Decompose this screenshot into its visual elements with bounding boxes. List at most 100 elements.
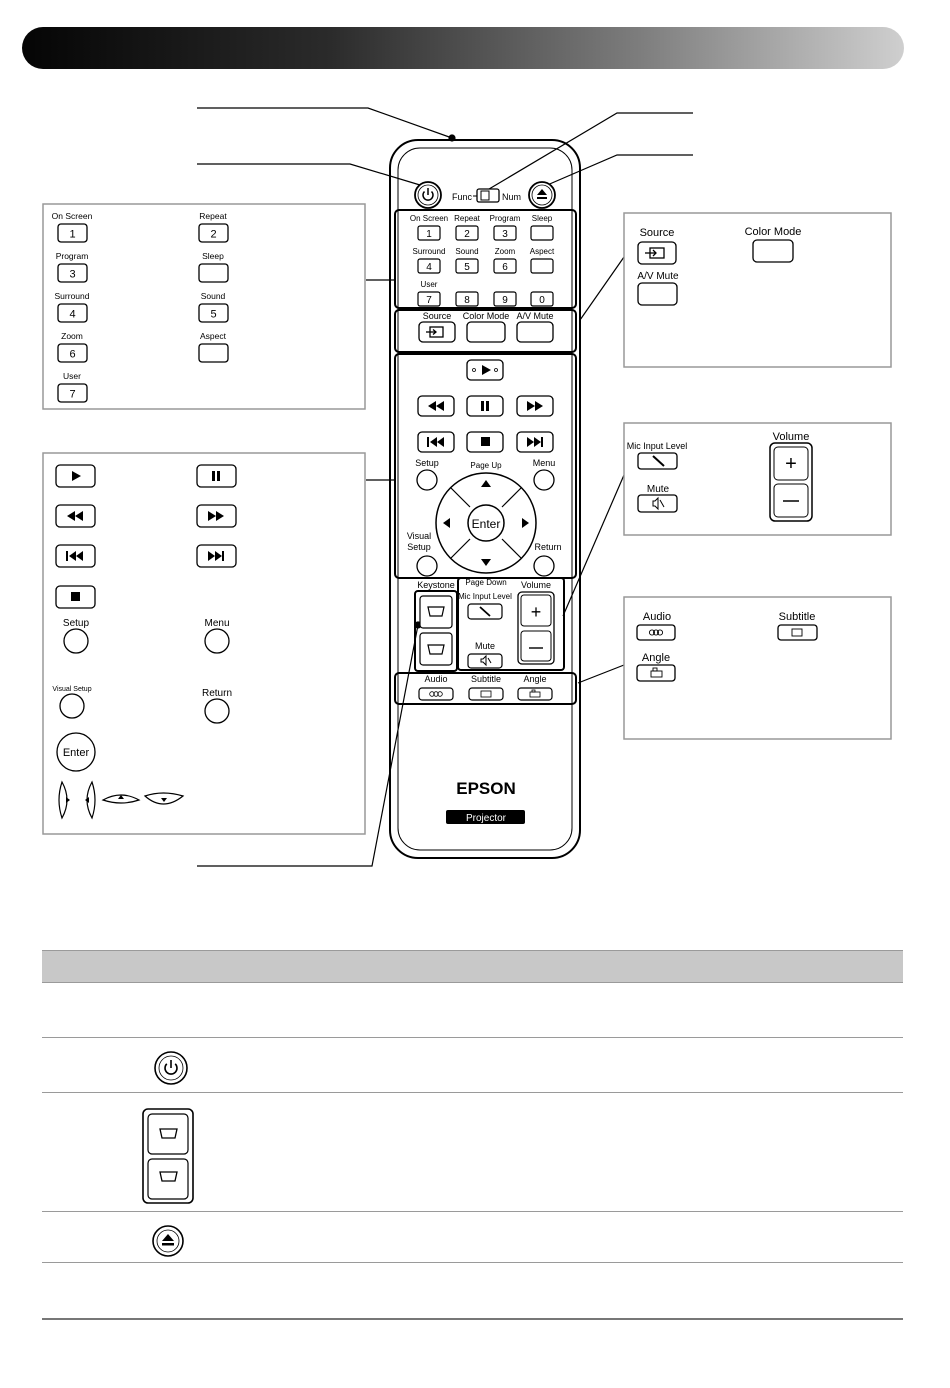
- enter-button[interactable]: Enter: [467, 504, 505, 542]
- numeric-button-key-9[interactable]: 9: [493, 291, 517, 307]
- subtitle-button[interactable]: Subtitle: [468, 674, 504, 701]
- panel-mic-input-level-button[interactable]: Mic Input Level: [627, 441, 688, 470]
- setup-button[interactable]: Setup: [415, 458, 439, 491]
- power-button[interactable]: [414, 181, 442, 209]
- panel-av-mute-button[interactable]: A/V Mute: [637, 271, 679, 306]
- mute-button[interactable]: Mute: [467, 641, 503, 669]
- panel-volume-rocker[interactable]: +: [769, 442, 813, 522]
- switch-func-label: Func: [452, 192, 473, 202]
- num-panel-button-digit: 2: [210, 229, 216, 241]
- source-button[interactable]: Source: [418, 311, 456, 343]
- volume-up-icon: +: [531, 602, 542, 622]
- fast-forward-icon: [208, 511, 224, 521]
- stop-button[interactable]: [466, 431, 504, 453]
- volume-block-outline: [457, 577, 565, 671]
- visual-setup-label-2: Setup: [407, 542, 431, 552]
- color-mode-button[interactable]: Color Mode: [463, 311, 510, 343]
- audio-button[interactable]: Audio: [418, 674, 454, 701]
- volume-up-icon: +: [785, 453, 797, 475]
- num-panel-button-aspect[interactable]: Aspect: [198, 331, 229, 363]
- num-panel-button-label: On Screen: [52, 211, 93, 221]
- numeric-button-surround[interactable]: Surround 4: [413, 247, 446, 274]
- callout-lines: [197, 107, 693, 867]
- visual-setup-button[interactable]: Visual Setup: [407, 531, 438, 577]
- numeric-button-key-0[interactable]: 0: [530, 291, 554, 307]
- numeric-button-digit: 4: [426, 262, 432, 273]
- mic-input-level-button[interactable]: Mic Input Level: [458, 592, 512, 620]
- pause-button[interactable]: [466, 395, 504, 417]
- fast-forward-icon: [527, 401, 543, 411]
- panel-next-button[interactable]: [196, 544, 237, 568]
- panel-angle-button[interactable]: Angle: [636, 652, 676, 682]
- av-mute-button[interactable]: A/V Mute: [516, 311, 554, 343]
- keystone-down-button[interactable]: [419, 632, 453, 666]
- table-header: [42, 950, 903, 983]
- panel-previous-button[interactable]: [55, 544, 96, 568]
- panel-pause-button[interactable]: [196, 464, 237, 488]
- numeric-button-key-8[interactable]: 8: [455, 291, 479, 307]
- arrow-left-icon[interactable]: [443, 518, 450, 528]
- panel-fast-forward-button[interactable]: [196, 504, 237, 528]
- keystone-up-button[interactable]: [419, 595, 453, 629]
- panel-arrow-keys[interactable]: [58, 780, 185, 820]
- arrow-right-icon[interactable]: [522, 518, 529, 528]
- return-button[interactable]: Return: [533, 542, 562, 577]
- angle-camera-icon: [529, 689, 541, 698]
- volume-rocker[interactable]: +: [517, 591, 555, 665]
- menu-button[interactable]: Menu: [533, 458, 556, 491]
- panel-rewind-button[interactable]: [55, 504, 96, 528]
- panel-visual-setup-button[interactable]: Visual Setup: [52, 686, 92, 719]
- angle-button[interactable]: Angle: [517, 674, 553, 701]
- play-button[interactable]: [466, 359, 504, 381]
- eject-button[interactable]: [528, 181, 556, 209]
- table-icons: [142, 1051, 194, 1257]
- num-panel-button-sleep[interactable]: Sleep: [198, 251, 229, 283]
- panel-play-button[interactable]: [55, 464, 96, 488]
- keystone-top-icon: [427, 606, 445, 617]
- panel-color-mode-button[interactable]: Color Mode: [745, 226, 802, 263]
- arrow-up-icon[interactable]: [481, 480, 491, 487]
- numeric-button-top-label: Surround: [413, 247, 446, 256]
- numeric-button-sleep[interactable]: Sleep: [530, 214, 554, 241]
- panel-return-button[interactable]: Return: [202, 688, 232, 724]
- skip-forward-icon: [208, 551, 224, 561]
- panel-menu-button[interactable]: Menu: [204, 618, 230, 654]
- eject-icon: [537, 189, 547, 199]
- panel-mute-button[interactable]: Mute: [637, 484, 678, 513]
- panel-source-button[interactable]: Source: [637, 227, 677, 265]
- numeric-button-aspect[interactable]: Aspect: [530, 247, 555, 274]
- num-panel-button-label: Sound: [201, 291, 226, 301]
- panel-subtitle-button[interactable]: Subtitle: [777, 611, 818, 641]
- panel-stop-button[interactable]: [55, 585, 96, 609]
- pause-icon: [481, 401, 489, 411]
- page-up-label: Page Up: [470, 461, 502, 470]
- func-num-switch[interactable]: Func Num: [452, 188, 521, 203]
- numeric-button-digit: 6: [502, 262, 508, 273]
- panel-audio-button[interactable]: Audio: [636, 611, 676, 641]
- numeric-button-top-label: Zoom: [495, 247, 516, 256]
- arrow-down-icon[interactable]: [481, 559, 491, 566]
- numeric-button-digit: 3: [502, 229, 508, 240]
- numeric-block-outline: [394, 209, 577, 309]
- next-button[interactable]: [516, 431, 554, 453]
- numeric-button-zoom[interactable]: Zoom 6: [493, 247, 517, 274]
- panel-enter-button[interactable]: Enter: [56, 732, 96, 772]
- rewind-button[interactable]: [417, 395, 455, 417]
- fast-forward-button[interactable]: [516, 395, 554, 417]
- panel-enter-label: Enter: [63, 747, 90, 759]
- previous-button[interactable]: [417, 431, 455, 453]
- panel-setup-button[interactable]: Setup: [63, 618, 90, 654]
- numeric-button-digit: 0: [539, 295, 545, 306]
